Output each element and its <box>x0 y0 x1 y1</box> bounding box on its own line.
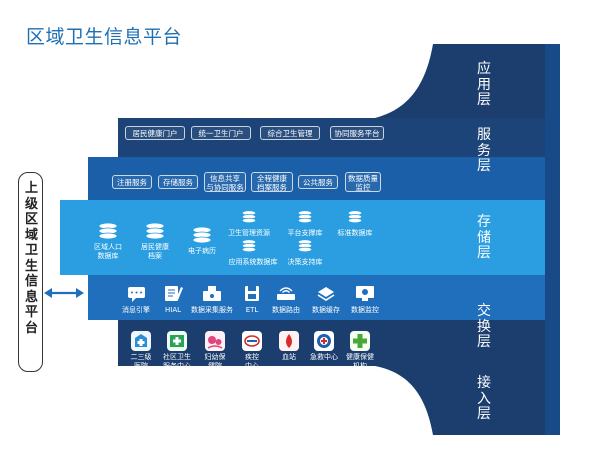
service-pill: 全程健康 档案服务 <box>251 172 293 192</box>
maternal-child-icon <box>205 331 225 351</box>
layer-label-access: 接入层 <box>477 375 491 422</box>
database-icon <box>297 210 313 224</box>
hospital-icon <box>131 331 151 351</box>
exchange-label: 消息引擎 <box>122 306 150 314</box>
etl-icon <box>245 286 259 301</box>
access-band <box>118 320 560 435</box>
superior-platform-label: 上级区域卫生信息平台 <box>24 181 38 336</box>
blood-station-icon <box>279 331 299 351</box>
service-pill: 注册服务 <box>112 175 152 189</box>
layer-label-service: 服务层 <box>477 127 491 174</box>
exchange-label: ETL <box>245 306 259 314</box>
database-icon <box>145 222 165 240</box>
community-center-icon <box>167 331 187 351</box>
data-collection-icon <box>203 286 221 301</box>
database-icon <box>98 222 118 240</box>
exchange-label: 数据路由 <box>272 306 300 314</box>
superior-platform-box: 上级区域卫生信息平台 <box>18 172 43 372</box>
storage-label: 卫生管理资源 <box>228 229 270 237</box>
storage-label: 标准数据库 <box>337 229 373 237</box>
exchange-label: 数据缓存 <box>312 306 340 314</box>
access-label: 血站 <box>282 353 296 361</box>
database-icon <box>241 210 257 224</box>
service-pill: 信息共享 与协同服务 <box>204 172 246 192</box>
layer-label-application: 应用层 <box>477 61 491 108</box>
message-engine-icon <box>128 287 145 302</box>
storage-label: 居民健康 档案 <box>141 243 169 260</box>
exchange-label: HIAL <box>164 306 182 314</box>
health-care-icon <box>350 331 370 351</box>
service-pill: 居民健康门户 <box>125 126 185 140</box>
storage-label: 决策支持库 <box>287 258 323 266</box>
right-strip <box>545 44 560 435</box>
service-pill: 数据质量 监控 <box>345 172 381 192</box>
application-band <box>375 44 560 118</box>
access-label: 妇幼保 健院 <box>204 353 226 370</box>
database-icon <box>241 239 257 253</box>
layer-label-storage: 存储层 <box>477 214 491 261</box>
exchange-label: 数据采集服务 <box>191 306 233 314</box>
storage-band <box>60 200 560 275</box>
service-pill: 存储服务 <box>158 175 198 189</box>
storage-label: 电子病历 <box>188 247 216 255</box>
service-pill: 综合卫生管理 <box>260 126 320 140</box>
page-title: 区域卫生信息平台 <box>26 26 183 48</box>
access-label: 疾控 中心 <box>245 353 259 370</box>
storage-label: 区域人口 数据库 <box>94 243 122 260</box>
double-arrow-icon <box>44 288 84 298</box>
storage-label: 应用系统数据库 <box>228 258 278 266</box>
database-icon <box>297 239 313 253</box>
hial-icon <box>165 286 183 301</box>
data-cache-icon <box>317 287 335 301</box>
database-icon <box>192 226 212 244</box>
service-pill: 统一卫生门户 <box>191 126 251 140</box>
service-band-top <box>118 118 560 157</box>
data-router-icon <box>277 287 295 300</box>
database-icon <box>347 210 363 224</box>
layer-label-exchange: 交换层 <box>477 303 491 350</box>
access-label: 二三级 医院 <box>130 353 152 370</box>
access-label: 健康保健 机构 <box>346 353 374 370</box>
access-label: 社区卫生 服务中心 <box>163 353 191 370</box>
storage-label: 平台支撑库 <box>287 229 323 237</box>
exchange-band <box>88 275 560 320</box>
service-pill: 协同服务平台 <box>330 126 384 140</box>
cdc-icon <box>242 331 262 351</box>
access-label: 急救中心 <box>310 353 338 361</box>
emergency-center-icon <box>314 331 334 351</box>
service-pill: 公共服务 <box>298 175 338 189</box>
data-monitor-icon <box>356 286 374 301</box>
exchange-label: 数据监控 <box>351 306 379 314</box>
